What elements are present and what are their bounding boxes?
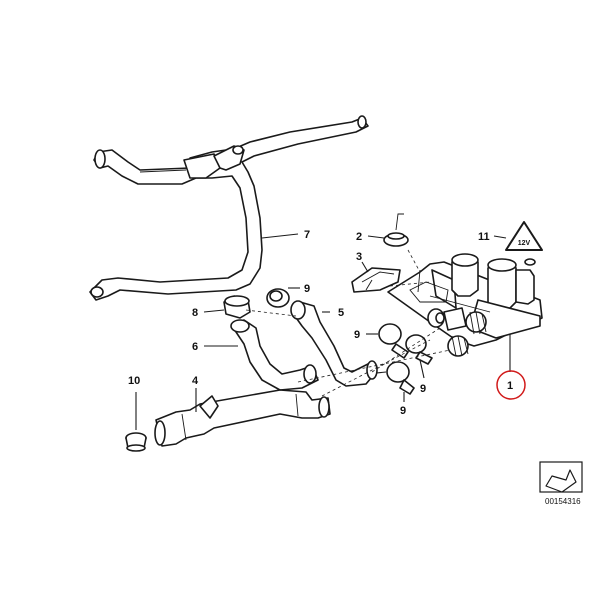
callout-1: 1 <box>507 380 513 392</box>
cap-part-10 <box>125 432 147 452</box>
valve-outlet-clamps <box>427 307 487 357</box>
clamp-part-9-lower <box>386 361 415 395</box>
warning-symbol-text: 12V <box>518 240 531 247</box>
callout-9e: 9 <box>400 405 406 417</box>
callout-4: 4 <box>192 375 199 387</box>
callout-1-highlight <box>496 370 526 400</box>
leader-9d <box>419 359 425 379</box>
electrical-warning-triangle-icon: 12V <box>505 221 543 251</box>
direction-arrow-icon <box>539 461 583 493</box>
callout-8: 8 <box>192 307 198 319</box>
heater-valve-part-1 <box>387 253 543 347</box>
clamp-part-9-top <box>266 288 290 308</box>
sleeve-part-8 <box>223 295 251 319</box>
grommet-part-2 <box>383 213 409 247</box>
callout-9a: 9 <box>304 283 310 295</box>
clamp-part-9-mid <box>405 334 433 365</box>
clamp-part-9-mid-left <box>378 323 409 359</box>
callout-2: 2 <box>356 231 362 243</box>
callout-6: 6 <box>192 341 198 353</box>
callout-9b: 9 <box>354 329 360 341</box>
reference-number: 00154316 <box>545 497 581 506</box>
callout-7: 7 <box>304 229 310 241</box>
callout-9d: 9 <box>420 383 426 395</box>
assembly-guide-lines <box>245 249 451 397</box>
hose-part-6 <box>230 319 319 391</box>
callout-3: 3 <box>356 251 362 263</box>
leader-11 <box>493 235 507 239</box>
callout-10: 10 <box>128 375 140 387</box>
hose-part-5 <box>290 300 378 387</box>
leader-3 <box>361 261 369 273</box>
leader-7 <box>261 233 299 239</box>
hose-part-7 <box>89 115 369 301</box>
callout-11: 11 <box>478 231 490 243</box>
leader-2 <box>367 235 385 239</box>
callout-5: 5 <box>338 307 344 319</box>
bracket-part-3 <box>351 267 401 293</box>
hose-part-4 <box>154 389 331 447</box>
leader-8 <box>203 309 225 313</box>
